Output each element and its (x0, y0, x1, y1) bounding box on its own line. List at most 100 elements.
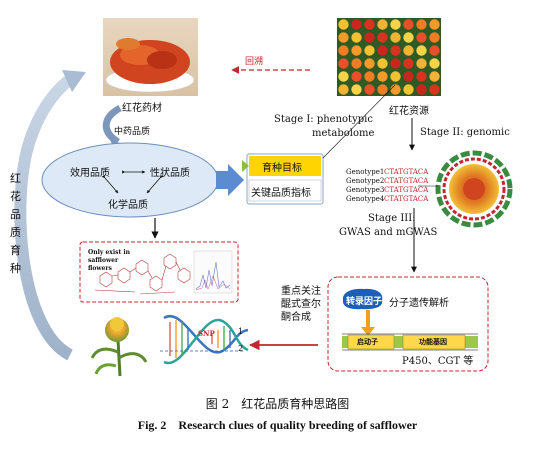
tcm-quality-label: 中药品质 (114, 127, 151, 137)
flower-cell (364, 19, 375, 30)
flower-cell (390, 19, 401, 30)
flower-cell (364, 58, 375, 69)
flower-cell (416, 58, 427, 69)
gene-families-label: P450、CGT 等 (402, 356, 474, 367)
flower-cell (364, 45, 375, 56)
transcription-factor-label: 转录因子 (346, 297, 383, 307)
figure-caption-en: Fig. 2 Research clues of quality breedin… (137, 418, 418, 432)
focus-label-line2: 醌式查尔 (281, 299, 321, 310)
genotype-sequence: CTATGTACA (384, 168, 429, 176)
flower-cell (377, 84, 388, 95)
trait-quality-label: 性状品质 (150, 168, 190, 179)
flower-cell (351, 58, 362, 69)
flower-cell (377, 32, 388, 43)
flower-cell (338, 45, 349, 56)
stage3-label-line1: Stage III: (368, 213, 416, 224)
snp-number-2: 2 (238, 344, 244, 353)
focus-label-line1: 重点关注 (281, 286, 321, 297)
stage1-pointer (322, 84, 396, 159)
flower-cell (338, 84, 349, 95)
safflower-resource-photo-grid (337, 18, 441, 96)
flower-cell (429, 19, 440, 30)
flower-cell (338, 19, 349, 30)
flower-cell (416, 45, 427, 56)
chemical-structures-icon (94, 253, 191, 295)
flower-cell (390, 58, 401, 69)
flower-cell (351, 45, 362, 56)
genotype-sequence: CTATGTACA (384, 195, 429, 203)
genotype-sequence: CTATGTACA (384, 177, 429, 185)
efficacy-quality-label: 效用品质 (70, 168, 110, 179)
flower-cell (416, 84, 427, 95)
left-vertical-label: 红花品质育种 (10, 172, 21, 275)
flower-cell (364, 84, 375, 95)
flower-cell (338, 58, 349, 69)
stage2-label: Stage II: genomic (420, 127, 510, 138)
chemical-quality-label: 化学品质 (108, 200, 148, 211)
trait-chemical-link (146, 174, 164, 194)
flower-cell (403, 32, 414, 43)
flower-cell (390, 45, 401, 56)
stage3-label-line2: GWAS and mGWAS (339, 227, 438, 238)
flower-cell (338, 71, 349, 82)
flower-cell (403, 19, 414, 30)
key-quality-indicator-label: 关键品质指标 (251, 188, 311, 199)
flower-cell (416, 71, 427, 82)
snp-number-1: 1 (238, 327, 244, 336)
flower-cell (377, 19, 388, 30)
flower-cell (403, 45, 414, 56)
breeding-goal-box (249, 156, 321, 176)
figure-caption-cn: 图 2 红花品质育种思路图 (205, 397, 350, 411)
safflower-resource-label: 红花资源 (389, 106, 429, 117)
flower-cell (351, 32, 362, 43)
structure-note-line3: flowers (88, 265, 112, 272)
snp-label: SNP (198, 329, 215, 338)
flower-cell (390, 32, 401, 43)
flower-cell (338, 32, 349, 43)
flower-cell (351, 71, 362, 82)
flower-cell (390, 71, 401, 82)
flower-cell (416, 32, 427, 43)
functional-gene-box (402, 334, 466, 350)
stage1-label-line1: Stage I: phenotypic (274, 114, 373, 125)
flower-cell (364, 71, 375, 82)
genotype-name: Genotype1 (346, 168, 385, 176)
safflower-plant-photo (90, 317, 148, 377)
flower-cell (429, 45, 440, 56)
safflower-herb-photo (103, 18, 198, 96)
flower-cell (429, 71, 440, 82)
feedback-arc (14, 73, 76, 361)
flower-cell (403, 84, 414, 95)
flower-cell (377, 71, 388, 82)
genotype-sequence: CTATGTACA (384, 186, 429, 194)
flower-cell (390, 84, 401, 95)
to-goal-arrow (216, 164, 244, 196)
feedback-arc-head (62, 70, 86, 92)
flower-cell (416, 19, 427, 30)
promoter-label: 启动子 (357, 337, 378, 346)
molecular-genetic-analysis-label: 分子遗传解析 (389, 298, 449, 309)
tf-binding-arrow (361, 310, 375, 336)
flower-cell (429, 58, 440, 69)
flower-cell (351, 84, 362, 95)
circos-genome-plot (435, 150, 513, 228)
structure-note-line1: Only exist in (88, 249, 130, 256)
flower-cell (377, 58, 388, 69)
flower-cell (429, 32, 440, 43)
flower-cell (403, 58, 414, 69)
genotype-name: Genotype3 (346, 186, 385, 194)
flower-cell (403, 71, 414, 82)
flower-cell (377, 45, 388, 56)
dna-helix-snp-icon (160, 314, 249, 365)
genotype-name: Genotype2 (346, 177, 385, 185)
spectrum-chart-icon (193, 250, 233, 294)
focus-label-line3: 酮合成 (281, 312, 311, 323)
flower-cell (429, 84, 440, 95)
genotype-name: Genotype4 (346, 195, 385, 203)
backtrace-label: 回溯 (245, 57, 264, 67)
transcription-factor-shape (342, 288, 383, 310)
breeding-goal-label: 育种目标 (262, 163, 302, 174)
stage1-label-line2: metabolome (312, 128, 375, 139)
functional-gene-label: 功能基因 (419, 337, 447, 346)
